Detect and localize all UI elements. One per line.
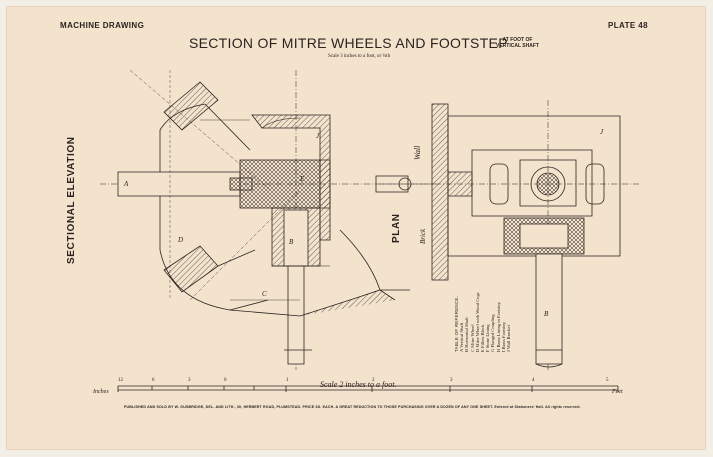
scale-tick-label: 1 <box>286 378 289 383</box>
scale-tick-label: 2 <box>372 378 375 383</box>
part-label-e: E <box>300 175 305 183</box>
plate-number: PLATE 48 <box>608 21 648 30</box>
plan-view-drawing <box>376 100 640 372</box>
title-note-line-2: VERTICAL SHAFT <box>496 43 539 49</box>
title-note-line-1: AT FOOT OF <box>502 37 533 43</box>
scale-tick-label: 12 <box>118 378 123 383</box>
scale-tick-label: 6 <box>152 378 155 383</box>
scale-tick-label: 3 <box>450 378 453 383</box>
brick-label: Brick <box>419 228 427 244</box>
part-label-b: B <box>289 238 294 246</box>
scale-bar-caption: Scale 2 inches to a foot. <box>320 380 397 389</box>
scale-bar-right-unit: Feet <box>612 389 623 395</box>
part-label-a: A <box>124 180 129 188</box>
plan-label-j: J <box>600 128 604 136</box>
table-of-reference: TABLE OF REFERENCE. A Vertical Shaft B H… <box>454 292 511 352</box>
part-label-c: C <box>262 290 267 298</box>
wall-label: Wall <box>413 145 422 160</box>
scale-tick-label: 5 <box>606 378 609 383</box>
publisher-footer: PUBLISHED AND SOLD BY W. GUSBRIDGE, DEL.… <box>124 405 581 409</box>
drawing-sheet <box>6 6 706 450</box>
reference-item: J Wall Bracket <box>506 325 512 352</box>
part-label-d: D <box>178 236 184 244</box>
scale-note: Scale 3 inches to a foot, or ¼th <box>328 54 391 59</box>
scale-bar-graphic <box>118 386 618 392</box>
scale-tick-label: 3 <box>188 378 191 383</box>
sectional-elevation-drawing <box>100 70 440 370</box>
part-label-j: J <box>316 132 320 140</box>
title-note: AT FOOT OF VERTICAL SHAFT <box>496 37 539 49</box>
subject-heading: MACHINE DRAWING <box>60 21 145 30</box>
scale-tick-label: 0 <box>224 378 227 383</box>
scale-bar-left-unit: Inches <box>93 389 109 395</box>
page-title: SECTION OF MITRE WHEELS AND FOOTSTEP <box>189 35 508 51</box>
plan-label-b: B <box>544 310 549 318</box>
plan-label: PLAN <box>391 213 402 243</box>
sectional-elevation-label: SECTIONAL ELEVATION <box>66 136 77 264</box>
scale-tick-label: 4 <box>532 378 535 383</box>
